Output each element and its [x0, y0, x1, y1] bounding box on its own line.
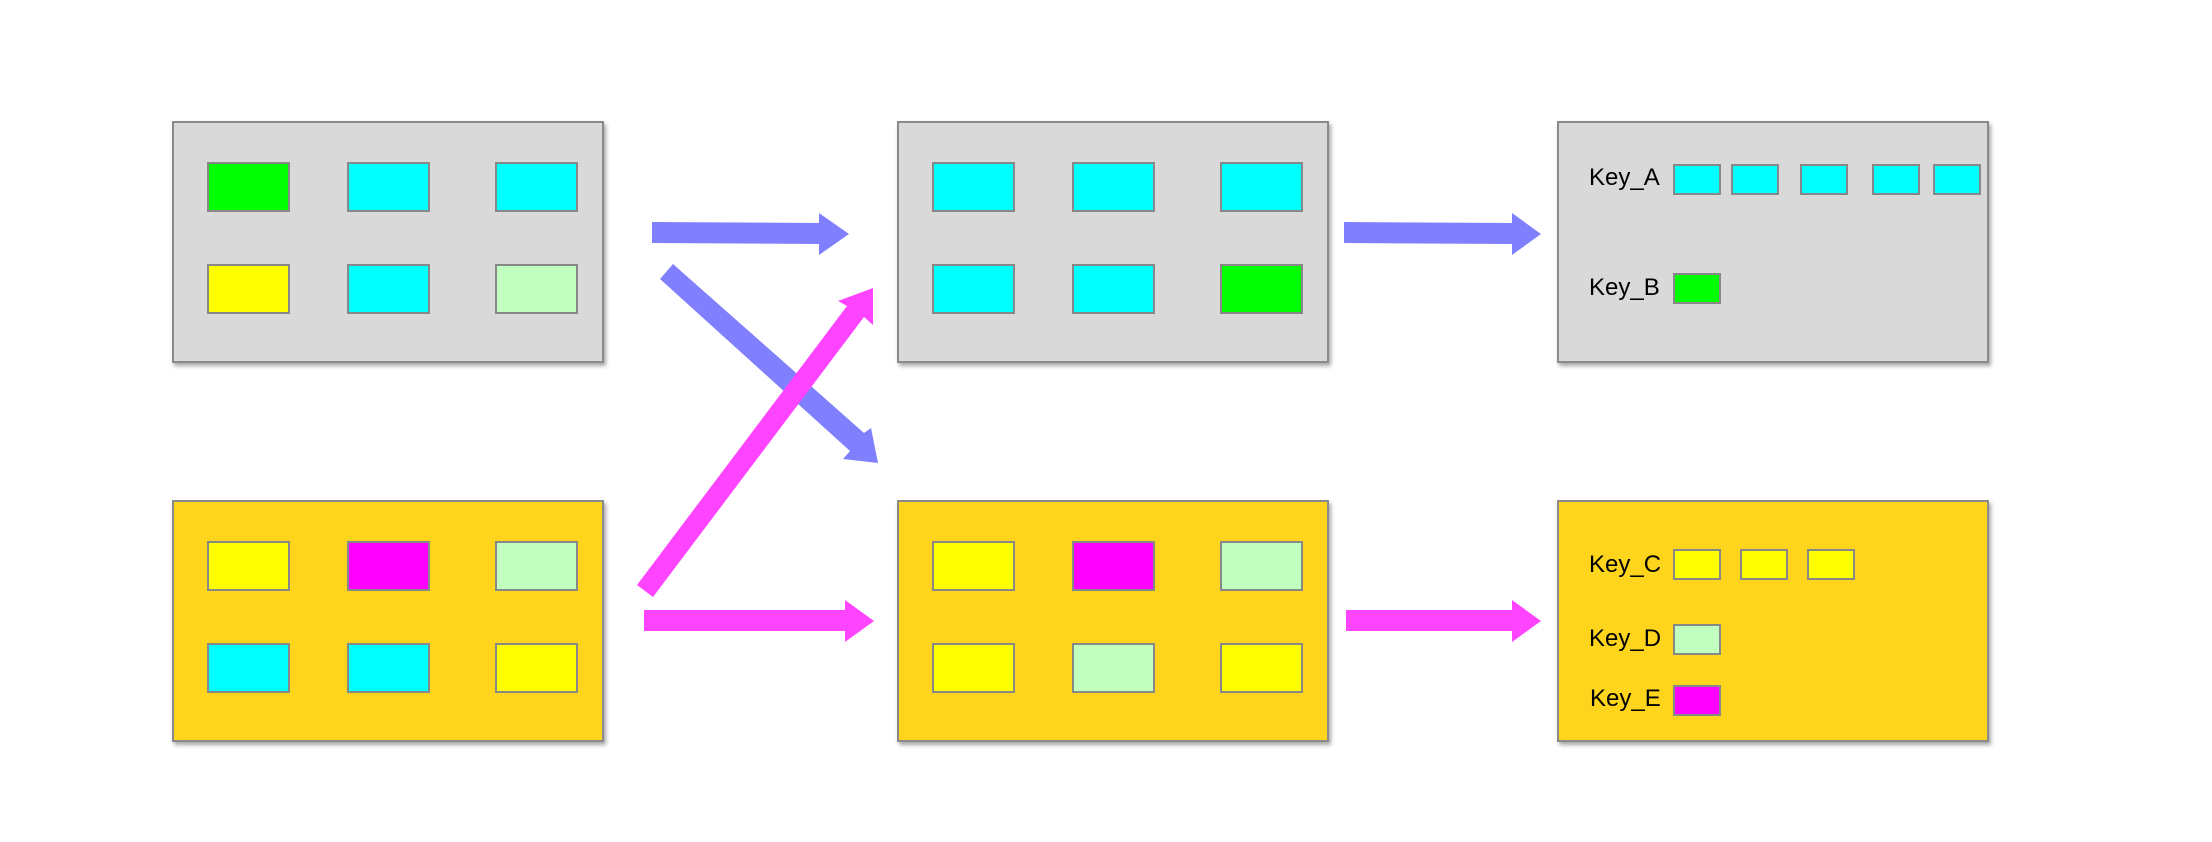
key-label-e: Key_E	[1590, 685, 1661, 712]
record-tile-yellow	[495, 643, 578, 693]
record-tile-yellow	[932, 541, 1015, 591]
key-e-tile	[1673, 685, 1721, 716]
record-tile-light-green	[495, 541, 578, 591]
partition-panel-bottom	[897, 500, 1329, 742]
partition-panel-top	[897, 121, 1329, 363]
record-tile-cyan	[1072, 162, 1155, 212]
record-tile-yellow	[207, 541, 290, 591]
key-label-d: Key_D	[1589, 625, 1662, 652]
arrow-right-icon	[644, 600, 874, 642]
key-a-tile	[1933, 164, 1981, 195]
arrow-diagonal-down-icon	[660, 264, 878, 463]
key-c-tile	[1740, 549, 1788, 580]
source-panel-bottom	[172, 500, 604, 742]
record-tile-yellow	[932, 643, 1015, 693]
record-tile-cyan	[932, 264, 1015, 314]
key-c-tile	[1807, 549, 1855, 580]
record-tile-green	[207, 162, 290, 212]
record-tile-cyan	[347, 162, 430, 212]
record-tile-cyan	[347, 643, 430, 693]
key-d-tile	[1673, 624, 1721, 655]
record-tile-cyan	[347, 264, 430, 314]
source-panel-top	[172, 121, 604, 363]
key-a-tile	[1800, 164, 1848, 195]
record-tile-cyan	[495, 162, 578, 212]
arrow-right-icon	[1346, 600, 1541, 642]
grouped-panel-top: Key_A Key_B	[1557, 121, 1989, 363]
record-tile-yellow	[207, 264, 290, 314]
record-tile-magenta	[347, 541, 430, 591]
key-label-a: Key_A	[1589, 164, 1660, 191]
record-tile-yellow	[1220, 643, 1303, 693]
key-label-b: Key_B	[1589, 274, 1660, 301]
key-a-tile	[1673, 164, 1721, 195]
record-tile-cyan	[1072, 264, 1155, 314]
record-tile-light-green	[1220, 541, 1303, 591]
key-a-tile	[1872, 164, 1920, 195]
record-tile-cyan	[932, 162, 1015, 212]
arrow-diagonal-up-icon	[637, 288, 873, 597]
arrow-right-icon	[1344, 213, 1541, 255]
key-label-c: Key_C	[1589, 551, 1662, 578]
grouped-panel-bottom: Key_C Key_D Key_E	[1557, 500, 1989, 742]
key-c-tile	[1673, 549, 1721, 580]
key-b-tile	[1673, 273, 1721, 304]
record-tile-cyan	[207, 643, 290, 693]
record-tile-green	[1220, 264, 1303, 314]
record-tile-cyan	[1220, 162, 1303, 212]
record-tile-light-green	[1072, 643, 1155, 693]
record-tile-magenta	[1072, 541, 1155, 591]
arrow-right-icon	[652, 213, 849, 255]
record-tile-light-green	[495, 264, 578, 314]
key-a-tile	[1731, 164, 1779, 195]
